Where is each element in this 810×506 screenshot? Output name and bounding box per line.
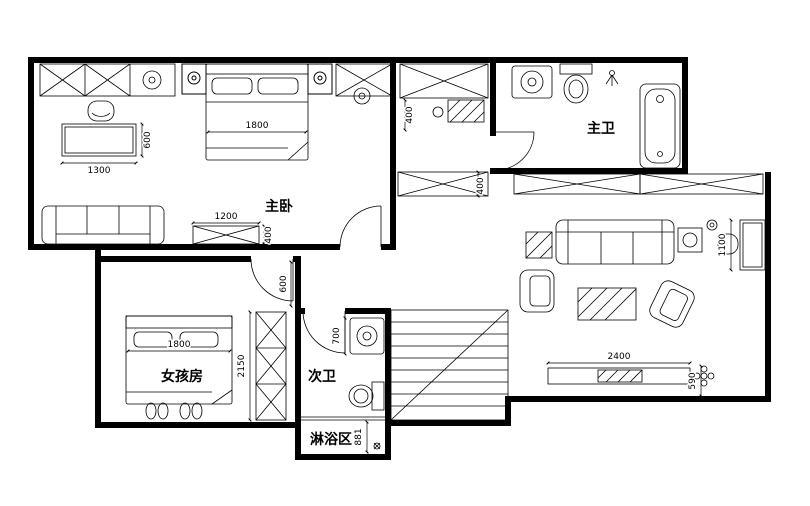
bedside-cabinet-top bbox=[335, 63, 393, 97]
wardrobe-top-left bbox=[39, 63, 176, 97]
dim-tv-side: 590 bbox=[688, 372, 698, 389]
second-bath bbox=[301, 317, 385, 450]
walls bbox=[28, 57, 771, 460]
dim-hall-cabinet: 400 bbox=[405, 106, 415, 123]
girls-room bbox=[125, 311, 287, 421]
bath-vanity bbox=[511, 65, 553, 99]
shower-head-icon bbox=[605, 70, 619, 86]
dim-desk-width: 1300 bbox=[88, 166, 111, 176]
girls-bed bbox=[125, 315, 233, 405]
nightstand-right bbox=[307, 63, 333, 95]
bedroom-dresser bbox=[192, 225, 260, 245]
dim-dresser-depth: 400 bbox=[264, 226, 274, 243]
armchair-left bbox=[519, 269, 555, 313]
dim-study-desk: 1100 bbox=[718, 233, 728, 256]
study-desk bbox=[717, 219, 766, 271]
armchair-right bbox=[649, 280, 695, 328]
hall-top bbox=[399, 63, 489, 123]
main-sofa bbox=[555, 219, 675, 265]
master-bedroom bbox=[39, 63, 393, 245]
door-master-bedroom bbox=[339, 205, 382, 248]
dim-girls-bed: 1800 bbox=[168, 340, 191, 350]
beam-box bbox=[397, 171, 489, 197]
shoe-mat bbox=[447, 99, 485, 123]
dim-vanity: 700 bbox=[332, 327, 342, 344]
label-master-bedroom: 主卧 bbox=[265, 198, 293, 215]
dim-dresser-width: 1200 bbox=[215, 212, 238, 222]
dim-girls-wardrobe: 2150 bbox=[237, 354, 247, 377]
nightstand-left bbox=[181, 63, 207, 95]
label-shower-area: 淋浴区 bbox=[310, 431, 352, 448]
label-second-bath: 次卫 bbox=[308, 368, 336, 385]
dim-hall-door: 600 bbox=[279, 275, 289, 292]
plant-right bbox=[693, 365, 715, 387]
hall-plant bbox=[432, 106, 444, 118]
window-band bbox=[513, 173, 764, 195]
bedroom-sofa bbox=[41, 205, 165, 245]
bath2-vanity bbox=[349, 317, 385, 355]
shower-threshold bbox=[301, 416, 385, 421]
side-table-left bbox=[525, 231, 553, 259]
plant-top-right bbox=[706, 219, 718, 231]
floor-drain-icon bbox=[373, 442, 381, 450]
girls-wardrobe bbox=[255, 311, 287, 421]
room-labels: 主卧 主卫 女孩房 次卫 淋浴区 bbox=[159, 118, 617, 450]
stairs bbox=[390, 309, 509, 421]
bedroom-stool bbox=[353, 87, 371, 105]
doors bbox=[250, 131, 535, 354]
desk bbox=[61, 123, 137, 157]
dimension-labels: 1300 600 1800 1200 400 400 400 600 1800 … bbox=[86, 105, 729, 447]
label-girls-room: 女孩房 bbox=[161, 368, 203, 385]
toilet bbox=[559, 63, 593, 104]
dim-desk-depth: 600 bbox=[143, 131, 153, 148]
slippers bbox=[145, 402, 203, 420]
label-master-bath: 主卫 bbox=[587, 120, 615, 137]
door-girls-room bbox=[250, 258, 294, 302]
hall-cabinet bbox=[399, 63, 489, 99]
dimension-lines bbox=[60, 98, 733, 454]
dim-living-beam: 400 bbox=[476, 177, 486, 194]
desk-chair bbox=[87, 100, 115, 122]
master-bed bbox=[205, 63, 309, 161]
master-bath bbox=[511, 63, 681, 169]
bathtub bbox=[639, 83, 681, 169]
tv-cabinet bbox=[547, 367, 691, 385]
dim-master-bed: 1800 bbox=[246, 121, 269, 131]
side-table-right bbox=[677, 227, 703, 253]
dim-shower: 881 bbox=[354, 428, 364, 445]
coffee-table bbox=[577, 287, 637, 321]
door-master-bath bbox=[495, 131, 535, 171]
living-room bbox=[397, 171, 766, 387]
dim-tv-wall: 2400 bbox=[608, 352, 631, 362]
bath2-toilet bbox=[348, 381, 385, 411]
